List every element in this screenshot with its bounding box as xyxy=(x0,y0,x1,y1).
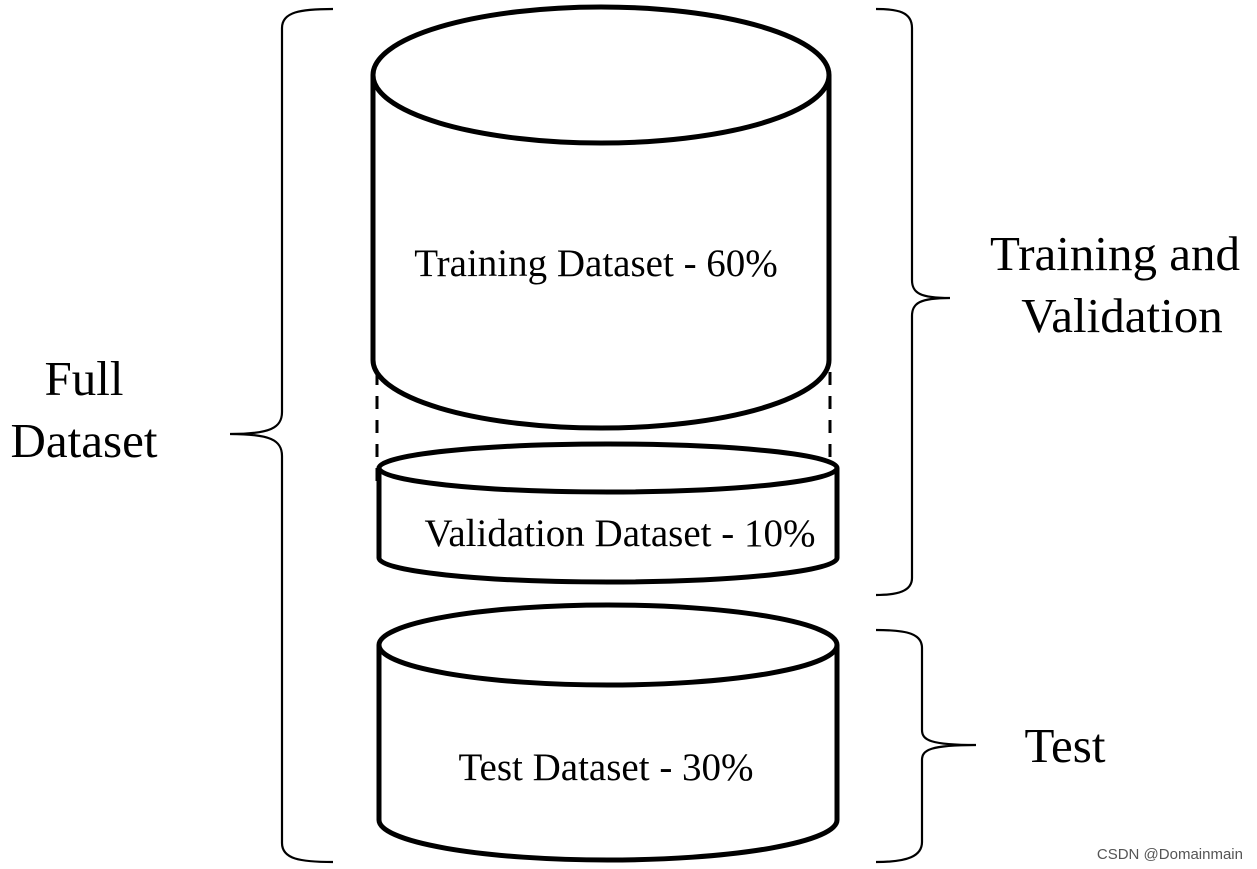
training-validation-label-line2: Validation xyxy=(1021,288,1222,343)
watermark: CSDN @Domainmain xyxy=(1097,846,1243,863)
test-brace xyxy=(875,628,977,864)
test-group-label: Test xyxy=(1025,718,1106,773)
validation-cylinder: Validation Dataset - 10% xyxy=(376,441,840,585)
training-dataset-label: Training Dataset - 60% xyxy=(414,242,778,285)
training-cylinder: Training Dataset - 60% xyxy=(370,4,832,431)
training-validation-label-line1: Training and xyxy=(990,226,1240,281)
training-validation-brace xyxy=(875,7,951,597)
full-dataset-label-line2: Dataset xyxy=(11,413,158,468)
test-cylinder: Test Dataset - 30% xyxy=(376,602,840,863)
test-dataset-label: Test Dataset - 30% xyxy=(458,746,753,789)
full-dataset-label-line1: Full xyxy=(45,351,124,406)
full-dataset-brace xyxy=(229,7,334,864)
validation-dataset-label: Validation Dataset - 10% xyxy=(425,512,816,555)
